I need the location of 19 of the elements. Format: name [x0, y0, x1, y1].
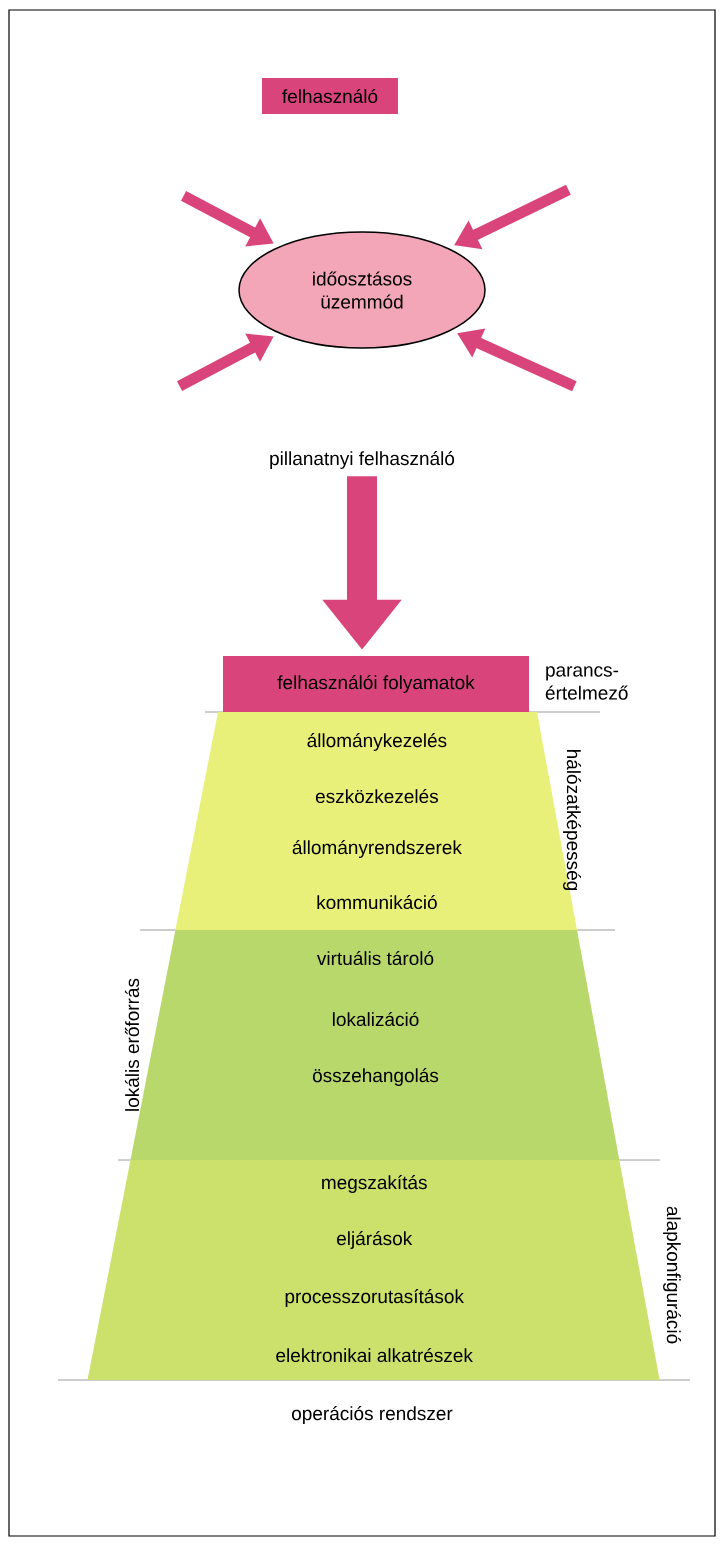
system-label: operációs rendszer	[292, 1406, 453, 1424]
layer-text: összehangolás	[312, 1068, 439, 1086]
layer-text: virtuális tároló	[316, 950, 434, 966]
layer-text: kommunikáció	[317, 894, 437, 910]
stage-text: pillanatnyi felhasználó	[270, 451, 455, 469]
layer-text: elektronikai alkatrészek	[276, 1347, 473, 1363]
user-box: felhasználó	[262, 78, 398, 114]
layer-text: processzorutasítások	[285, 1289, 464, 1307]
layer-text: állományrendszerek	[292, 840, 462, 858]
side-label: alapkonfiguráció	[663, 1206, 681, 1344]
layer-text: eljárások	[337, 1231, 413, 1249]
side-label: lokális erőforrás	[124, 978, 140, 1111]
process-band: felhasználói folyamatok	[223, 656, 529, 712]
layer-text: állománykezelés	[307, 733, 447, 751]
side-label: parancs- értelmező	[545, 666, 628, 700]
side-label: hálózatképesség	[563, 750, 581, 891]
layer-text: lokalizáció	[332, 1011, 419, 1027]
layer-text: megszakítás	[322, 1175, 427, 1193]
layer-text: eszközkezelés	[315, 788, 438, 804]
